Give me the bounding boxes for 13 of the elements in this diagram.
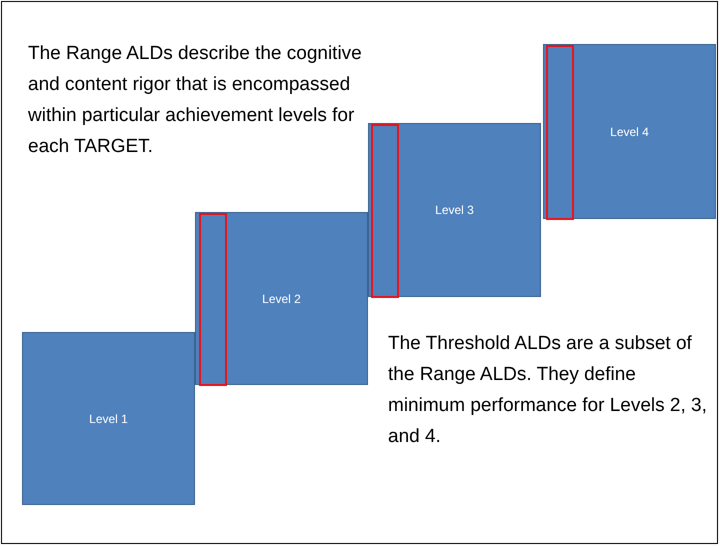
level-label: Level 4	[610, 124, 649, 140]
description-text: The Range ALDs describe the cognitive and content rigor that is encompassed within particular achievement levels for each TARGET.	[28, 42, 363, 159]
description-text: The Threshold ALDs are a subset of the Range ALDs. They define minimum performance for Levels 2, 3, and 4.	[388, 332, 708, 449]
threshold-outline	[199, 213, 227, 386]
threshold-outline	[546, 45, 574, 220]
level-label: Level 3	[435, 202, 474, 219]
level-box	[22, 332, 195, 505]
level-label: Level 2	[262, 290, 301, 308]
level-box	[368, 123, 541, 297]
threshold-outline	[371, 124, 399, 298]
level-box	[195, 212, 368, 385]
level-box	[543, 44, 716, 219]
level-label: Level 1	[89, 410, 128, 428]
